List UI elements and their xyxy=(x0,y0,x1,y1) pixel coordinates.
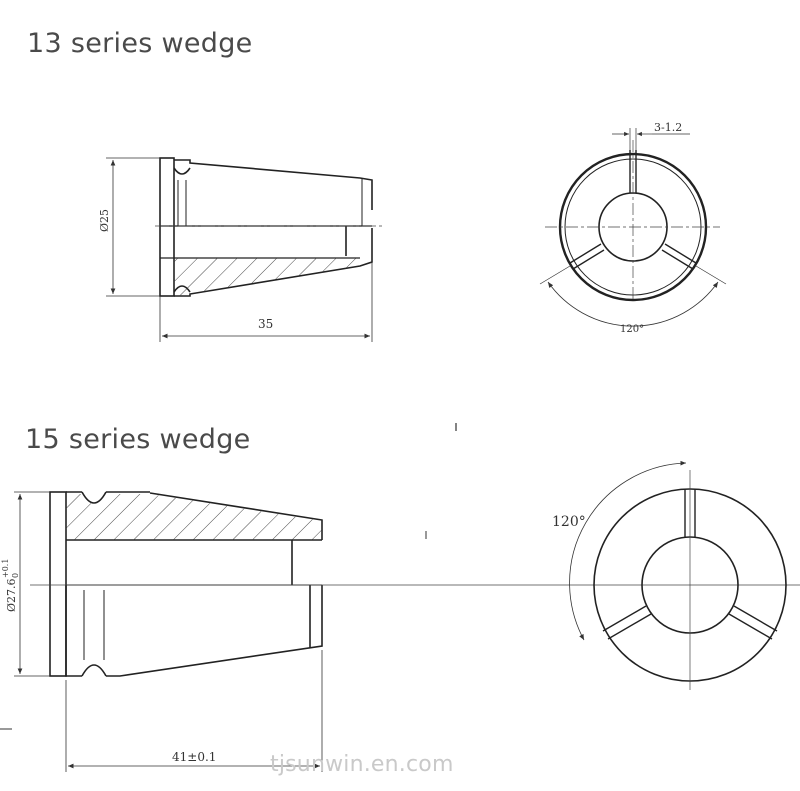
series-15-angle-label: 120° xyxy=(552,514,586,530)
series-13-diameter-label: Ø25 xyxy=(98,209,111,232)
series-13-angle-arc xyxy=(547,281,719,327)
series-13-length-label: 35 xyxy=(258,317,273,331)
series-15-length-dim xyxy=(65,650,323,772)
series-15-diameter-label: Ø27.6 xyxy=(5,578,18,612)
series-13-hatch xyxy=(174,258,360,296)
series-15-length-label: 41±0.1 xyxy=(172,750,216,764)
series-13-length-dim xyxy=(159,262,373,342)
series-13-angle-label: 120° xyxy=(620,324,644,335)
series-13-diameter-dim xyxy=(106,157,160,297)
series-13-slot-dim xyxy=(612,128,690,150)
series-13-heading: 13 series wedge xyxy=(27,28,253,59)
series-15-tol-lower: 0 xyxy=(11,573,20,578)
series-15-diameter-dim xyxy=(14,491,50,677)
watermark: tjsunwin.en.com xyxy=(270,752,454,777)
series-13-slot-label: 3-1.2 xyxy=(654,121,682,134)
series-15-angle-arc xyxy=(569,460,687,641)
series-15-tol-upper: +0.1 xyxy=(1,559,10,578)
series-15-hatch xyxy=(66,494,322,540)
series-15-heading: 15 series wedge xyxy=(25,424,251,455)
series-13-end-centerlines xyxy=(545,140,720,300)
